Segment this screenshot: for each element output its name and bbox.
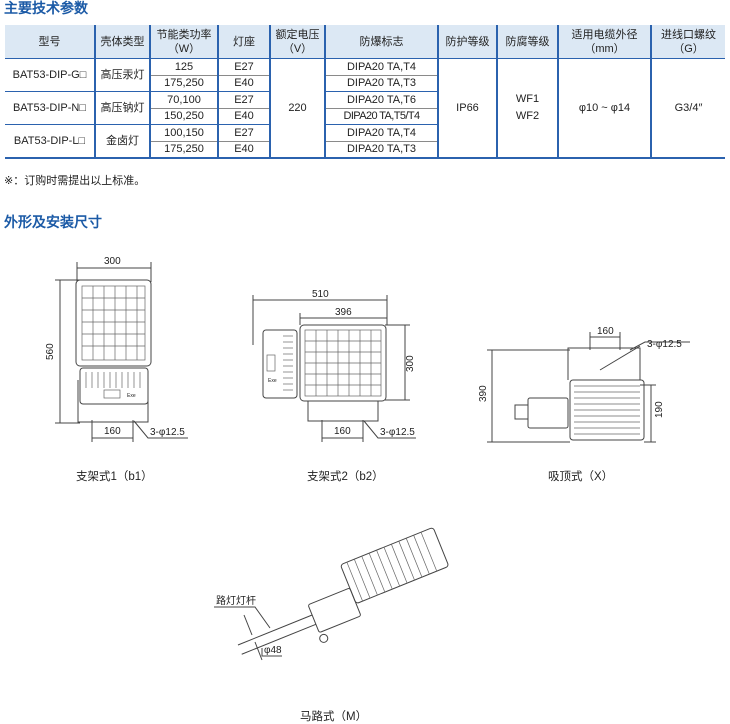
- cell-marking: DIPA20 TA,T6: [324, 91, 438, 108]
- column-header: 壳体类型: [94, 25, 150, 59]
- section-title-specs: 主要技术参数: [4, 0, 88, 16]
- column-header-line: （mm）: [584, 42, 625, 55]
- cell-power: 175,250: [149, 74, 218, 92]
- figure-b2: 510 396 300 Exe 160 3-φ12.5 支架式2（b2）: [252, 289, 416, 483]
- cell-marking: DIPA20 TA,T5/T4: [324, 107, 438, 125]
- column-header: 节能类功率（W）: [149, 25, 218, 59]
- caption-b2: 支架式2（b2）: [307, 470, 384, 483]
- cell-socket: E27: [217, 58, 270, 75]
- column-header: 进线口螺纹（G）: [650, 25, 725, 59]
- dim-b1-height: 560: [45, 343, 56, 360]
- table-header-row: 型号壳体类型节能类功率（W）灯座额定电压（V）防爆标志防护等级防腐等级适用电缆外…: [5, 25, 725, 59]
- dim-b1-holes: 3-φ12.5: [150, 427, 185, 438]
- column-header-line: 进线口螺纹: [661, 28, 716, 41]
- dim-x-height: 390: [478, 385, 489, 402]
- column-header-line: 型号: [38, 35, 61, 48]
- caption-x: 吸顶式（X）: [548, 470, 613, 483]
- cell-model: BAT53-DIP-L□: [5, 124, 95, 158]
- anticorrosion-grade: WF2: [515, 110, 540, 122]
- cell-socket: E27: [217, 124, 270, 141]
- figure-x: 160 3-φ12.5 390 190 吸顶式（X）: [478, 326, 690, 483]
- column-header: 型号: [5, 25, 95, 59]
- dim-x-top: 160: [597, 326, 614, 337]
- dim-x-holes: 3-φ12.5: [647, 339, 682, 350]
- figure-m: 路灯灯杆 φ48 马路式（M）: [214, 527, 449, 723]
- dim-b2-height: 300: [405, 355, 416, 372]
- cell-housing: 高压钠灯: [94, 91, 150, 125]
- dim-b1-base: 160: [104, 426, 121, 437]
- cell-power: 70,100: [149, 91, 218, 108]
- dim-b1-width: 300: [104, 256, 121, 267]
- column-header-line: 适用电缆外径: [571, 28, 638, 41]
- column-header-line: 节能类功率: [156, 28, 212, 41]
- column-header-line: （W）: [167, 42, 201, 55]
- dim-x-depth: 190: [654, 401, 665, 418]
- cell-socket: E40: [217, 74, 270, 92]
- cell-marking: DIPA20 TA,T3: [324, 74, 438, 92]
- cell-socket: E27: [217, 91, 270, 108]
- cell-power: 125: [149, 58, 218, 75]
- column-header: 防护等级: [437, 25, 497, 59]
- column-header-line: （G）: [673, 42, 704, 55]
- cell-power: 150,250: [149, 107, 218, 125]
- dim-b2-base: 160: [334, 426, 351, 437]
- cell-power: 175,250: [149, 140, 218, 158]
- cell-marking: DIPA20 TA,T4: [324, 58, 438, 75]
- m-diameter: φ48: [264, 645, 282, 656]
- column-header-line: 壳体类型: [100, 35, 145, 48]
- caption-b1: 支架式1（b1）: [76, 470, 153, 483]
- column-header: 额定电压（V）: [269, 25, 325, 59]
- cell-housing: 高压汞灯: [94, 58, 150, 92]
- cell-socket: E40: [217, 107, 270, 125]
- column-header-line: 灯座: [233, 35, 255, 48]
- column-header-line: 防爆标志: [359, 35, 404, 48]
- cell-model: BAT53-DIP-N□: [5, 91, 95, 125]
- order-note: ※：订购时需提出以上标准。: [4, 175, 146, 187]
- figure-b1: 300 560 Exe 160 3-φ12.5 支架式1（b1）: [45, 256, 188, 483]
- column-header: 适用电缆外径（mm）: [557, 25, 651, 59]
- column-header-text: 额定电压（V）: [275, 28, 320, 55]
- column-header: 防爆标志: [324, 25, 438, 59]
- spec-table: 型号壳体类型节能类功率（W）灯座额定电压（V）防爆标志防护等级防腐等级适用电缆外…: [5, 25, 725, 159]
- caption-m: 马路式（M）: [300, 709, 367, 723]
- dim-b2-total: 510: [312, 289, 329, 300]
- column-header-line: 防护等级: [445, 35, 490, 48]
- cell-power: 100,150: [149, 124, 218, 141]
- cell-cable-diameter: φ10 ~ φ14: [557, 58, 651, 158]
- cell-marking: DIPA20 TA,T4: [324, 124, 438, 141]
- cell-model: BAT53-DIP-G□: [5, 58, 95, 92]
- anticorrosion-grade: WF1: [515, 93, 540, 105]
- cell-marking: DIPA20 TA,T3: [324, 140, 438, 158]
- column-header: 防腐等级: [496, 25, 558, 59]
- column-header-line: 防腐等级: [505, 35, 550, 48]
- column-header: 灯座: [217, 25, 270, 59]
- cell-voltage: 220: [269, 58, 325, 158]
- dim-b2-width: 396: [335, 307, 352, 318]
- m-pole-label: 路灯灯杆: [216, 594, 256, 607]
- cell-socket: E40: [217, 140, 270, 158]
- b2-exe-mark: Exe: [268, 378, 277, 384]
- section-title-dimensions: 外形及安装尺寸: [4, 214, 102, 230]
- cell-protection: IP66: [437, 58, 497, 158]
- cell-housing: 金卤灯: [94, 124, 150, 158]
- dim-b2-holes: 3-φ12.5: [380, 427, 415, 438]
- b1-exe-mark: Exe: [127, 393, 136, 399]
- cell-thread: G3/4″: [650, 58, 725, 158]
